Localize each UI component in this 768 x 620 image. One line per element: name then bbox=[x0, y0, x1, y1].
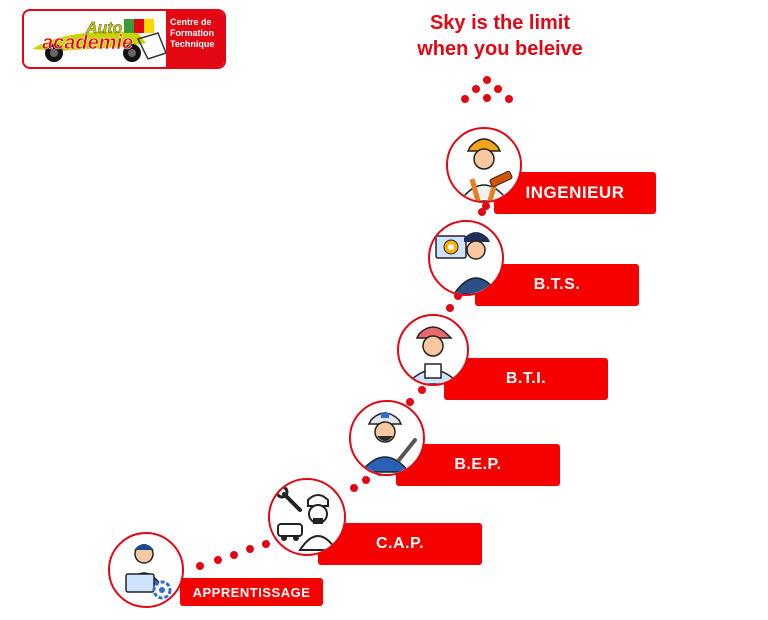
step-bar-apprentissage: APPRENTISSAGE bbox=[180, 578, 323, 606]
wrench-mechanic-icon bbox=[268, 478, 346, 556]
path-dot bbox=[446, 304, 454, 312]
red-cap-worker-icon bbox=[397, 314, 469, 386]
path-dot bbox=[362, 476, 370, 484]
computer-gear-worker-icon bbox=[108, 532, 184, 608]
monitor-gear-technician-icon bbox=[428, 220, 504, 296]
path-dot bbox=[482, 202, 490, 210]
engineer-hardhat-icon bbox=[446, 127, 522, 203]
path-dot bbox=[230, 551, 238, 559]
path-dot bbox=[350, 484, 358, 492]
arrow-head-dots bbox=[461, 76, 513, 103]
path-dot bbox=[196, 562, 204, 570]
path-dot bbox=[246, 545, 254, 553]
step-bar-bti: B.T.I. bbox=[444, 358, 608, 400]
path-dot bbox=[262, 540, 270, 548]
blue-cap-mechanic-icon bbox=[349, 400, 425, 476]
path-dot bbox=[214, 556, 222, 564]
path-dot bbox=[418, 386, 426, 394]
path-dot bbox=[406, 398, 414, 406]
